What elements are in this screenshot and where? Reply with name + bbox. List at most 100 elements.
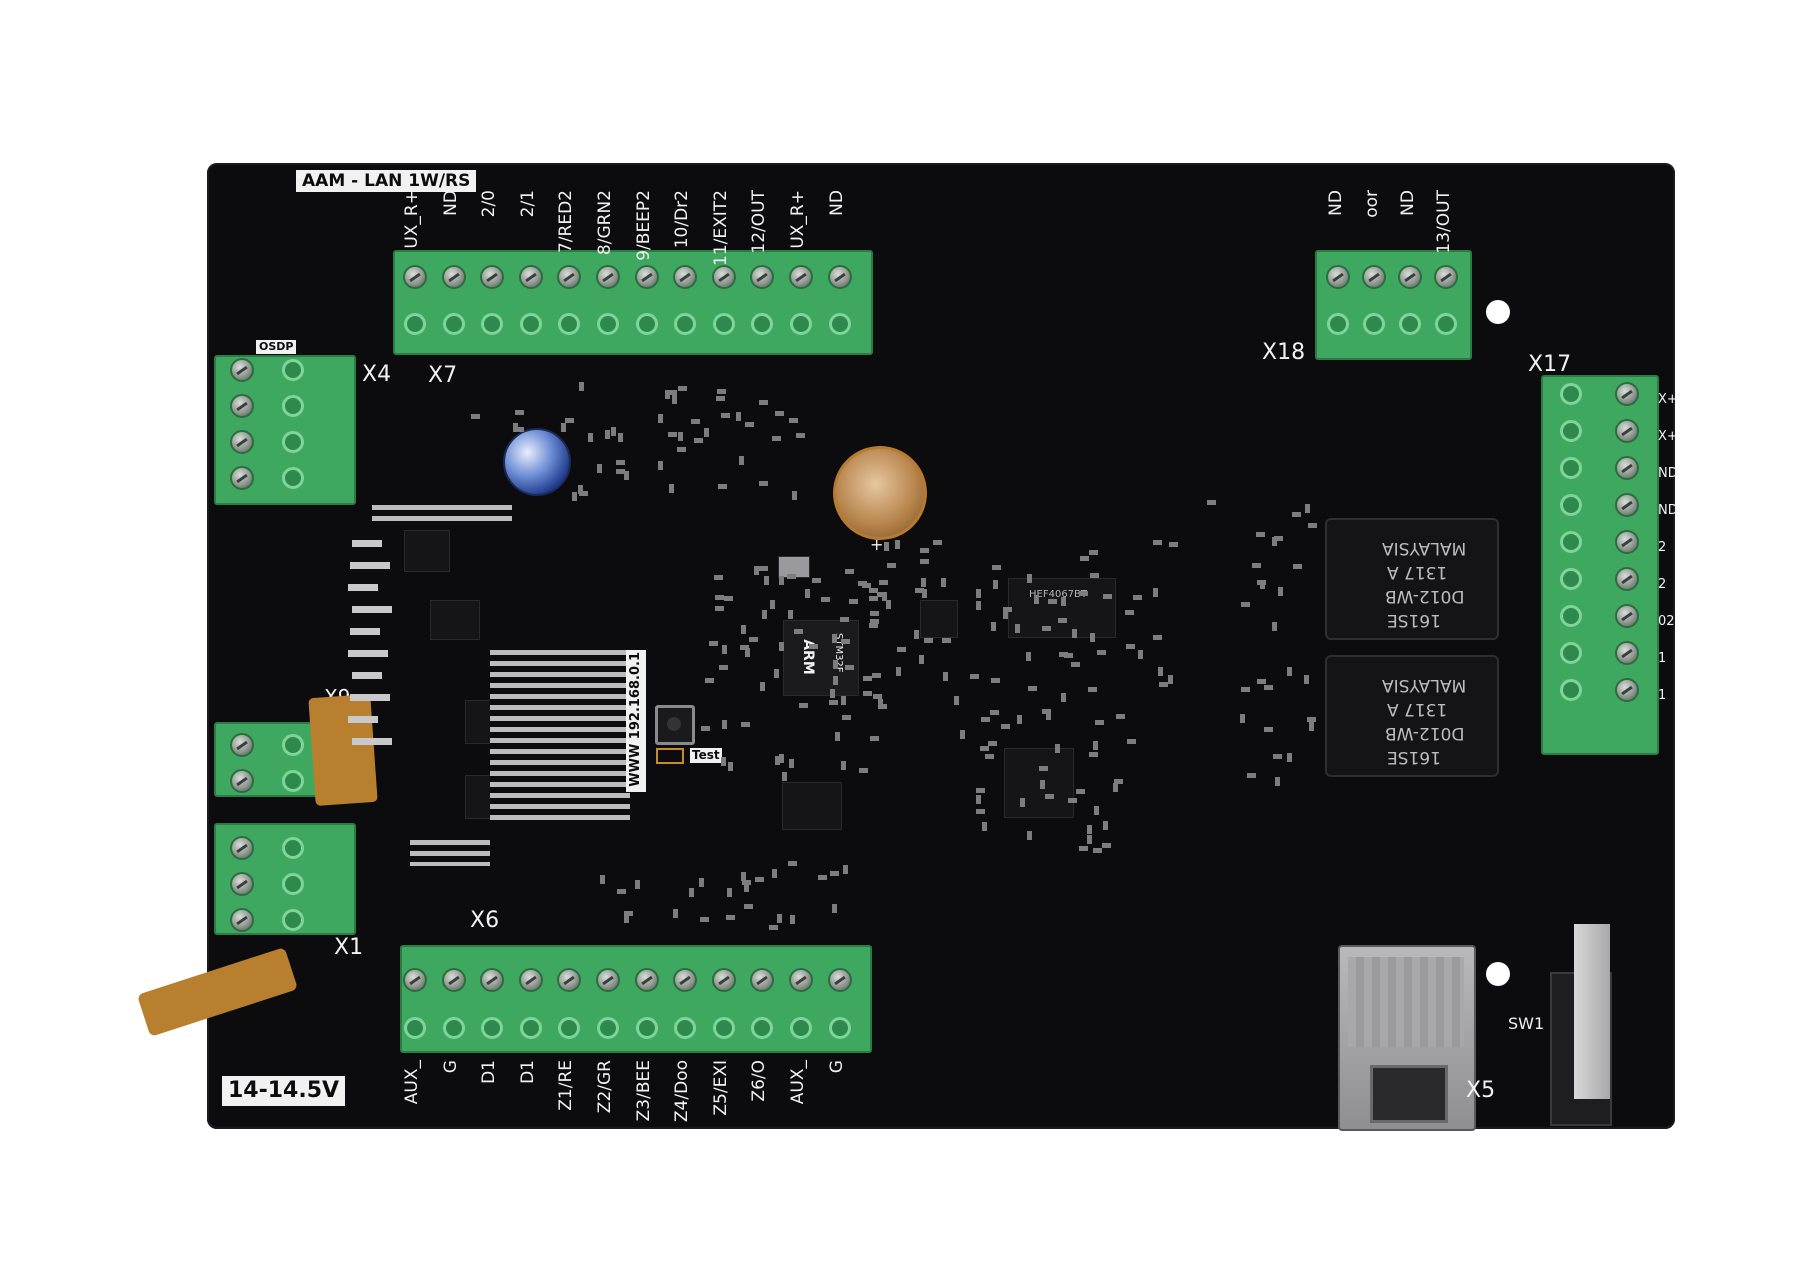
x7-pin-label: 11/EXIT2 <box>710 190 731 266</box>
smd-component <box>915 588 924 593</box>
x6-pin-label: Z3/BEE <box>633 1060 654 1122</box>
smd-component <box>920 548 929 553</box>
x18-pin <box>1327 313 1349 335</box>
x17-screw[interactable] <box>1615 530 1639 554</box>
electrolytic-capacitor <box>503 428 571 496</box>
smd-component <box>954 696 959 705</box>
x17-screw[interactable] <box>1615 678 1639 702</box>
x6-screw[interactable] <box>673 968 698 992</box>
x17-screw[interactable] <box>1615 382 1639 406</box>
smd-component <box>869 596 878 601</box>
smd-component <box>1274 536 1283 541</box>
x7-screw[interactable] <box>596 265 620 289</box>
x7-pin <box>481 313 504 335</box>
x17-screw[interactable] <box>1615 419 1639 443</box>
x6-screw[interactable] <box>518 968 543 992</box>
x7-pin-label: 7/RED2 <box>556 190 577 254</box>
x17-screw[interactable] <box>1615 567 1639 591</box>
test-jumper[interactable] <box>656 748 684 764</box>
x17-pin <box>1560 457 1582 479</box>
x7-pin-label: UX_R+ <box>788 190 808 249</box>
x9-screw[interactable] <box>230 733 254 757</box>
x4-screw[interactable] <box>230 430 254 454</box>
x9-screw[interactable] <box>230 769 254 793</box>
smd-component <box>578 485 583 494</box>
x17-screw[interactable] <box>1615 456 1639 480</box>
dip-switch-sw1[interactable] <box>1550 924 1612 1126</box>
smd-component <box>1169 542 1178 547</box>
x17-screw[interactable] <box>1615 604 1639 628</box>
smd-component <box>678 432 683 441</box>
x6-screw[interactable] <box>596 968 620 992</box>
smd-component <box>1153 635 1162 640</box>
x7-screw[interactable] <box>518 265 543 289</box>
x6-screw[interactable] <box>441 968 466 992</box>
x17-pin-label: 02 <box>1658 614 1675 629</box>
smd-component <box>1159 682 1168 687</box>
x6-pin-label: D1 <box>517 1060 538 1084</box>
smd-component <box>1257 580 1266 585</box>
test-button[interactable] <box>655 705 695 745</box>
x6-screw[interactable] <box>750 968 775 992</box>
smd-component <box>1058 618 1067 623</box>
x7-screw[interactable] <box>403 265 427 289</box>
smd-component <box>1027 574 1032 583</box>
x7-screw[interactable] <box>441 265 466 289</box>
smd-component <box>858 581 867 586</box>
x4-screw[interactable] <box>230 466 254 490</box>
x7-screw[interactable] <box>750 265 775 289</box>
x7-screw[interactable] <box>827 265 852 289</box>
x7-screw[interactable] <box>480 265 505 289</box>
x1-screw[interactable] <box>230 836 254 860</box>
x17-pin <box>1560 605 1582 627</box>
x18-screw[interactable] <box>1434 265 1458 289</box>
x6-pin-label: Z6/O <box>749 1060 770 1102</box>
smd-component <box>616 469 625 474</box>
smd-component <box>1133 595 1142 600</box>
smd-component <box>716 396 725 401</box>
x6-pin <box>597 1017 619 1039</box>
terminal-block-x17[interactable] <box>1541 375 1659 755</box>
x1-screw[interactable] <box>230 872 254 896</box>
x18-screw[interactable] <box>1398 265 1422 289</box>
smd-component <box>789 418 798 423</box>
smd-component <box>742 880 751 885</box>
smd-component <box>715 606 724 611</box>
smd-component <box>790 915 795 924</box>
x7-screw[interactable] <box>634 265 659 289</box>
x6-screw[interactable] <box>403 968 427 992</box>
x6-screw[interactable] <box>827 968 852 992</box>
smd-component <box>722 720 727 729</box>
x18-pin <box>1363 313 1385 335</box>
smd-component <box>970 674 979 679</box>
smd-component <box>1055 744 1060 753</box>
smd-component <box>513 423 518 432</box>
ethernet-jack[interactable] <box>1338 945 1476 1131</box>
connector-label-x7: X7 <box>428 363 458 388</box>
smd-component <box>1158 667 1163 676</box>
x6-screw[interactable] <box>480 968 505 992</box>
x7-screw[interactable] <box>789 265 813 289</box>
x18-screw[interactable] <box>1362 265 1386 289</box>
smd-component <box>1020 798 1025 807</box>
x6-pin-label: Z1/RE <box>556 1060 577 1111</box>
x6-screw[interactable] <box>557 968 582 992</box>
smd-component <box>896 667 901 676</box>
x4-screw[interactable] <box>230 358 254 382</box>
smd-component <box>721 413 730 418</box>
x4-screw[interactable] <box>230 394 254 418</box>
x17-screw[interactable] <box>1615 641 1639 665</box>
x7-screw[interactable] <box>673 265 698 289</box>
x1-screw[interactable] <box>230 908 254 932</box>
x7-screw[interactable] <box>711 265 736 289</box>
x17-pin-label: ND <box>1658 503 1678 518</box>
x6-screw[interactable] <box>634 968 659 992</box>
smd-component <box>724 596 733 601</box>
x6-screw[interactable] <box>789 968 813 992</box>
smd-component <box>789 759 794 768</box>
x6-screw[interactable] <box>711 968 736 992</box>
smd-component <box>635 880 640 889</box>
x7-screw[interactable] <box>557 265 582 289</box>
x18-screw[interactable] <box>1326 265 1350 289</box>
x17-screw[interactable] <box>1615 493 1639 517</box>
